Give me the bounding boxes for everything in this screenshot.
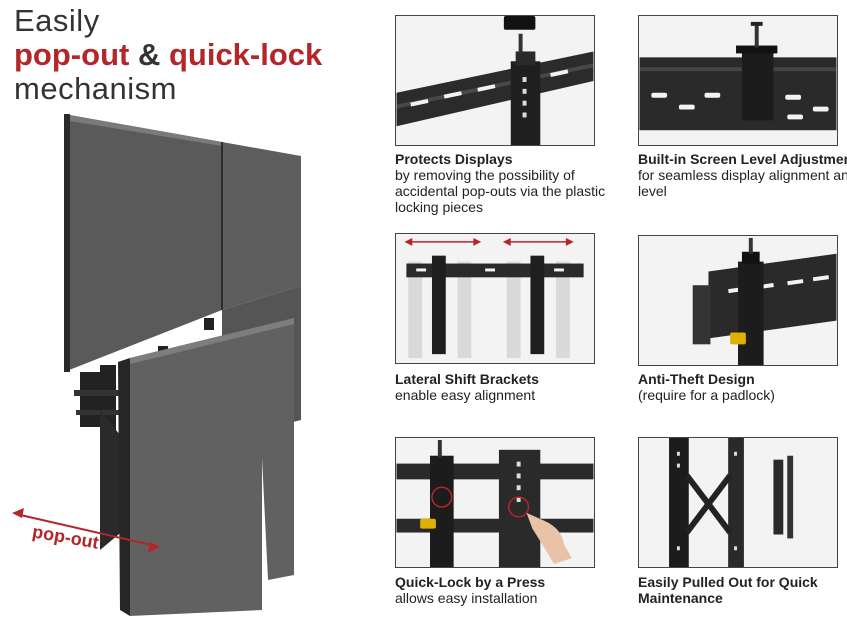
front-popped-screen — [130, 318, 294, 616]
feature-pulled-out: Easily Pulled Out for Quick Maintenance — [638, 574, 847, 606]
feature-anti-theft: Anti-Theft Design (require for a padlock… — [638, 371, 847, 403]
popout-arrow — [12, 508, 160, 553]
protects-displays-image — [395, 15, 595, 146]
video-wall-illustration — [12, 114, 301, 616]
headline-accent-popout: pop-out — [14, 37, 130, 72]
headline-line3: mechanism — [14, 71, 177, 106]
pointing-hand-icon — [526, 512, 572, 565]
feature-title: Lateral Shift Brackets — [395, 371, 539, 387]
feature-title: Easily Pulled Out for Quick Maintenance — [638, 574, 818, 606]
anti-theft-design-image — [638, 235, 838, 366]
headline-line2: pop-out & quick-lock — [14, 38, 322, 72]
feature-screen-level: Built-in Screen Level Adjustment for sea… — [638, 151, 847, 199]
headline-line1: Easily — [14, 3, 100, 38]
padlock-icon — [730, 332, 746, 345]
back-screen-left — [64, 114, 222, 372]
headline-ampersand: & — [129, 37, 169, 72]
headline: Easily pop-out & quick-lock mechanism — [14, 4, 322, 106]
lateral-shift-brackets-image — [395, 233, 595, 364]
feature-title: Protects Displays — [395, 151, 513, 167]
feature-title: Built-in Screen Level Adjustment — [638, 151, 847, 167]
feature-desc: for seamless display alignment and level — [638, 167, 847, 199]
back-screen-right — [222, 142, 301, 310]
feature-title: Anti-Theft Design — [638, 371, 755, 387]
feature-lateral-shift: Lateral Shift Brackets enable easy align… — [395, 371, 615, 403]
feature-desc: enable easy alignment — [395, 387, 536, 403]
screen-level-adjustment-image — [638, 15, 838, 146]
wall-mount-bracket — [74, 318, 214, 550]
feature-desc: allows easy installation — [395, 590, 538, 606]
feature-desc: by removing the possibility of accidenta… — [395, 167, 606, 215]
feature-desc: (require for a padlock) — [638, 387, 775, 403]
feature-quick-lock: Quick-Lock by a Press allows easy instal… — [395, 574, 615, 606]
headline-accent-quicklock: quick-lock — [168, 37, 323, 72]
feature-title: Quick-Lock by a Press — [395, 574, 546, 590]
pulled-out-maintenance-image — [638, 437, 838, 568]
feature-protects-displays: Protects Displays by removing the possib… — [395, 151, 615, 215]
quick-lock-press-image — [395, 437, 595, 568]
